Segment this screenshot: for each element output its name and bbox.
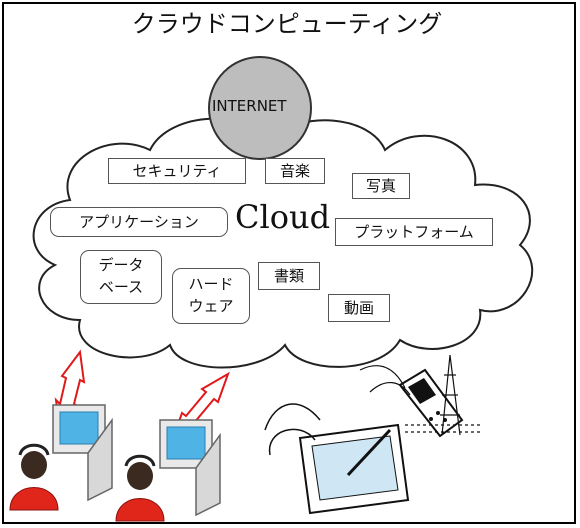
cloud-label: Cloud — [235, 198, 331, 236]
service-hardware-line2: ウェア — [188, 297, 234, 315]
tablet-pen-icon — [264, 403, 410, 515]
internet-node — [208, 56, 312, 160]
service-hardware: ハード ウェア — [172, 268, 250, 324]
service-photos: 写真 — [352, 173, 410, 199]
service-database-line1: データ — [98, 256, 144, 274]
user-computer-icon — [115, 419, 221, 522]
service-database-line2: ベース — [98, 278, 144, 296]
service-music: 音楽 — [265, 158, 325, 184]
service-documents: 書類 — [258, 262, 320, 290]
service-hardware-line1: ハード — [188, 275, 234, 293]
service-video: 動画 — [328, 294, 390, 322]
service-security: セキュリティ — [108, 158, 246, 184]
internet-label: INTERNET — [212, 97, 287, 115]
diagram-frame — [2, 2, 576, 524]
diagram-title: クラウドコンピューティング — [131, 10, 443, 38]
service-applications: アプリケーション — [50, 207, 228, 237]
user-computer-icon — [9, 404, 113, 511]
antenna-tower-icon — [405, 354, 480, 436]
service-database: データ ベース — [80, 250, 162, 304]
service-platform: プラットフォーム — [335, 218, 493, 246]
